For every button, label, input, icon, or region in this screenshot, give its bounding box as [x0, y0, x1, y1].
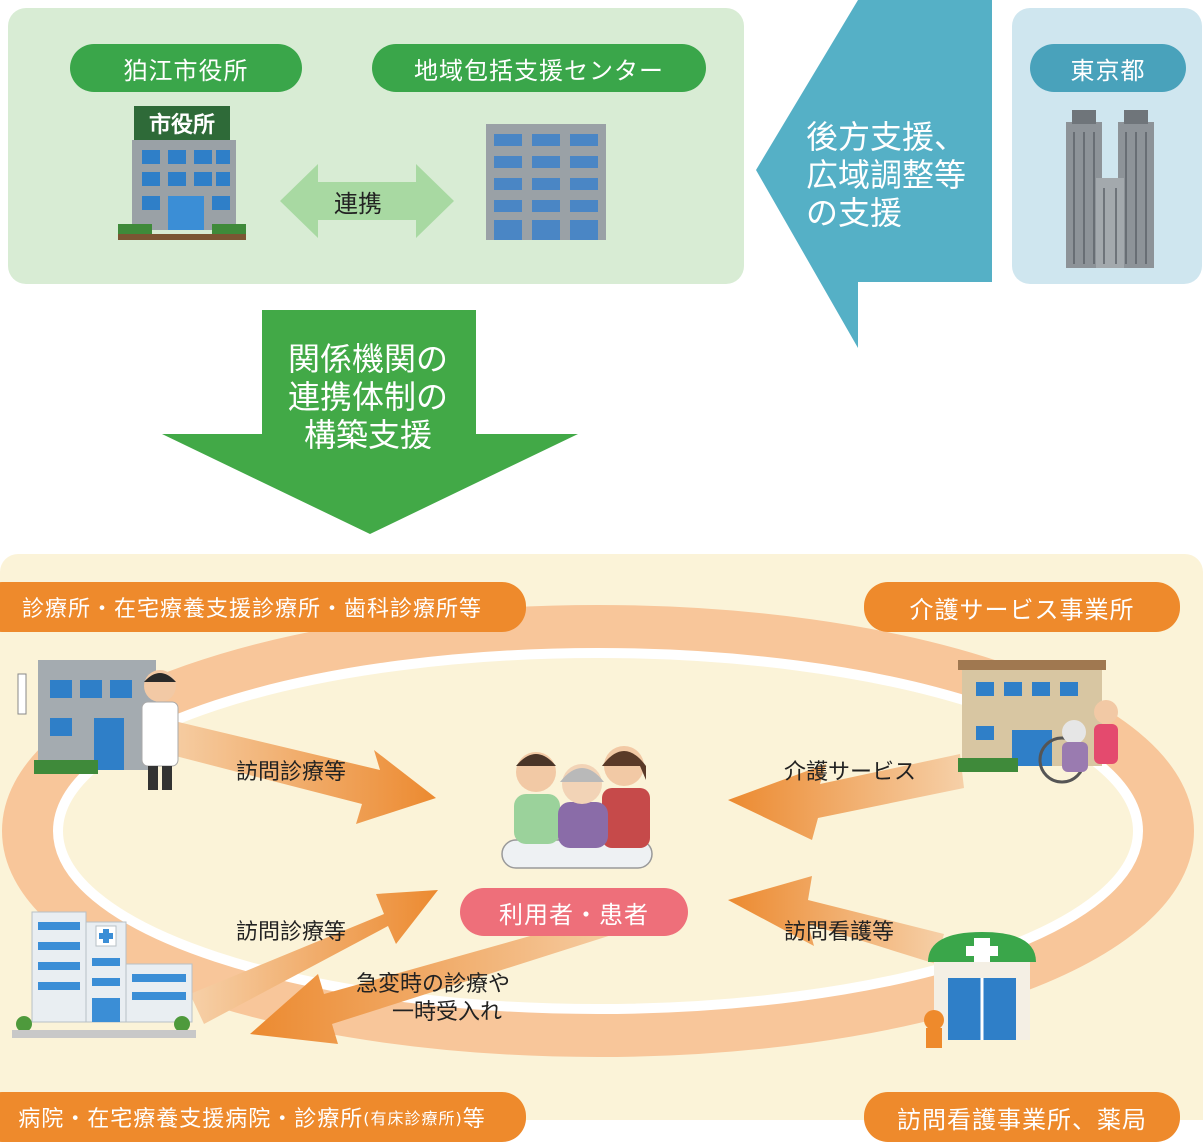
- patient-label: 利用者・患者: [460, 888, 688, 936]
- support-arrow-text-3: の支援: [806, 194, 903, 232]
- clinic-visit-label: 訪問診療等: [236, 760, 347, 785]
- build-arrow-text-3: 構築支援: [304, 416, 433, 454]
- care-office-label: 介護サービス事業所: [864, 582, 1180, 632]
- hospital-building-icon: [12, 911, 196, 1038]
- city-hall-building-icon: 市役所: [118, 106, 246, 240]
- care-service-label: 介護サービス: [784, 760, 917, 785]
- nursing-visit-label: 訪問看護等: [784, 920, 895, 945]
- tokyo-government-building-icon: [1066, 110, 1154, 268]
- support-arrow: [756, 0, 992, 348]
- clinic-label: 診療所・在宅療養支援診療所・歯科診療所等: [0, 582, 526, 632]
- build-support-arrow: [162, 310, 578, 534]
- support-arrow-text-1: 後方支援、: [806, 118, 967, 156]
- care-office-building-icon: [958, 660, 1118, 784]
- cooperation-ring: [2, 605, 1194, 1057]
- flow-arrows: [160, 720, 964, 1044]
- hospital-visit-arrow: [190, 890, 438, 1024]
- hospital-visit-label: 訪問診療等: [236, 920, 347, 945]
- care-service-arrow: [728, 754, 964, 840]
- clinic-building-icon: [17, 660, 179, 790]
- pharmacy-building-icon: [924, 932, 1036, 1048]
- clinic-visit-arrow: [160, 720, 436, 824]
- tokyo-label: 東京都: [1030, 44, 1186, 92]
- link-label: 連携: [334, 190, 382, 218]
- build-arrow-text-1: 関係機関の: [288, 340, 449, 378]
- emergency-arrow: [250, 908, 640, 1044]
- link-double-arrow: [280, 164, 454, 238]
- community-support-center-label: 地域包括支援センター: [372, 44, 706, 92]
- support-arrow-text-2: 広域調整等: [806, 156, 967, 194]
- patient-family-illustration: [501, 746, 653, 869]
- nursing-visit-arrow: [728, 876, 944, 964]
- city-hall-sign: 市役所: [149, 112, 215, 138]
- build-arrow-text-2: 連携体制の: [288, 378, 449, 416]
- emergency-label-2: 一時受入れ: [392, 1000, 503, 1025]
- emergency-label-1: 急変時の診療や: [356, 972, 511, 997]
- city-hall-label: 狛江市役所: [70, 44, 302, 92]
- community-center-building-icon: [486, 124, 606, 240]
